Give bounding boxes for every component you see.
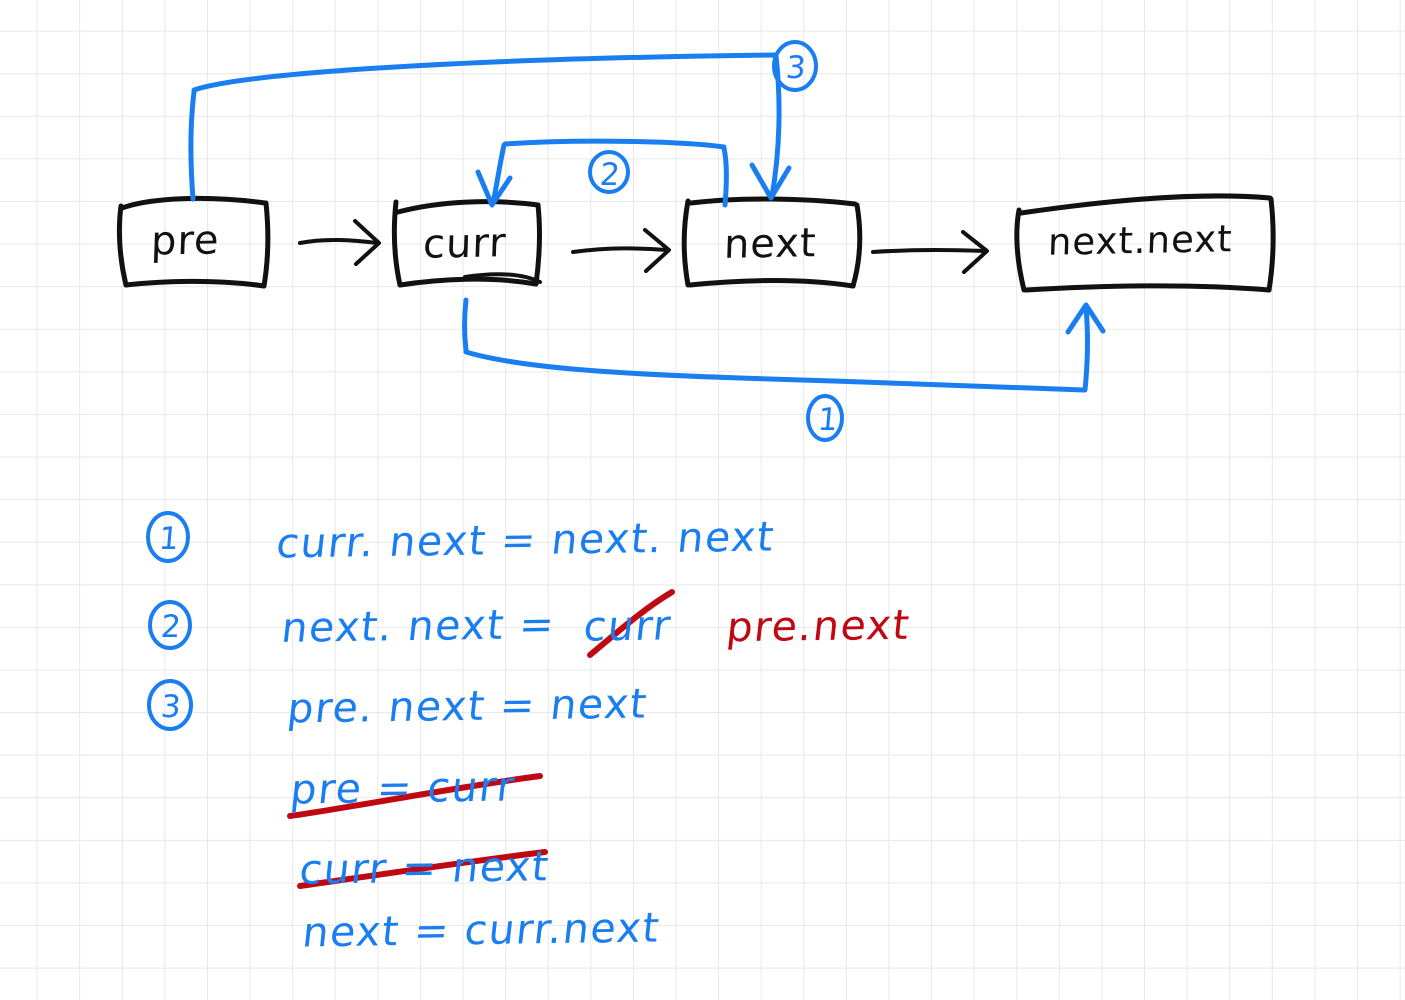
node-box-curr xyxy=(391,199,542,288)
node-box-pre xyxy=(116,195,271,289)
strike-line-pre-eq-curr xyxy=(287,773,543,819)
note-marker-1-circle xyxy=(146,511,190,563)
arrow-curr-to-next xyxy=(571,228,671,273)
diagram-marker-2-circle xyxy=(588,150,630,194)
strike-line-curr-eq-next xyxy=(297,849,548,889)
note-marker-2-circle xyxy=(148,600,192,650)
diagram-marker-1-circle xyxy=(806,394,844,442)
blue-arrow-1-curr-to-nextnext xyxy=(462,297,1106,393)
blue-arrow-3-pre-to-next xyxy=(188,52,792,202)
diagram-marker-3-circle xyxy=(772,40,818,92)
blue-arrow-2-next-to-curr xyxy=(475,138,729,208)
note-marker-3-circle xyxy=(147,679,193,731)
node-box-next-next xyxy=(1014,193,1276,293)
arrow-pre-to-curr xyxy=(298,219,381,266)
strike-line2-curr xyxy=(587,589,675,658)
arrow-next-to-nextnext xyxy=(871,230,989,274)
node-box-next xyxy=(681,196,863,289)
